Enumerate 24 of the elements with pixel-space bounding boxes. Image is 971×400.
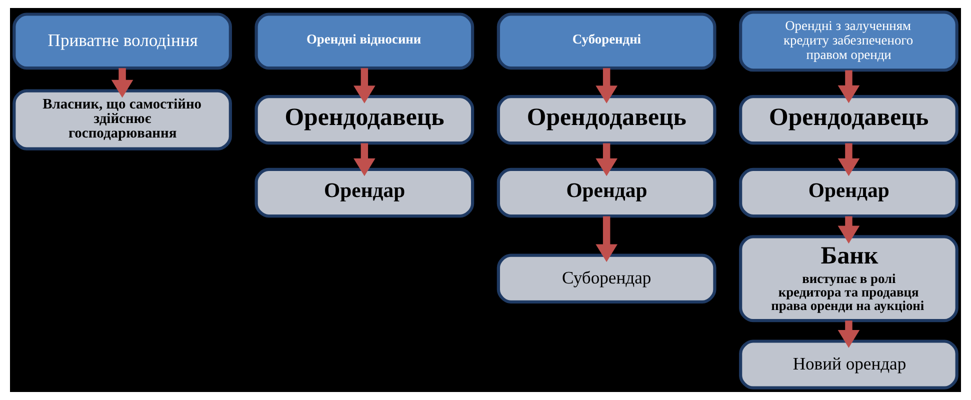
node-box: Суборендні — [496, 12, 716, 70]
node-box: Приватне володіння — [12, 12, 232, 70]
arrow — [838, 320, 860, 348]
node-box: Орендні відносини — [254, 12, 474, 70]
node-box: Банк виступає в ролі кредитора та продавця права оренди на аукціоні — [739, 235, 958, 322]
node-box: Орендодавець — [254, 94, 474, 145]
arrow — [111, 68, 134, 98]
arrow — [596, 68, 618, 104]
node-box: Орендні з залученням кредиту забезпеченого правом оренди — [739, 10, 958, 72]
node-box: Орендар — [739, 168, 958, 218]
node-box: Орендар — [254, 168, 474, 218]
arrow — [596, 216, 618, 262]
node-box: Орендодавець — [739, 94, 958, 145]
node-box: Новий орендар — [739, 340, 958, 390]
arrow — [596, 143, 618, 176]
node-box: Суборендар — [496, 254, 716, 304]
arrow — [838, 143, 860, 176]
node-box: Власник, що самостійно здійснює господарювання — [12, 89, 232, 150]
arrow — [838, 216, 860, 244]
arrow — [838, 70, 860, 104]
node-box: Орендар — [496, 168, 716, 218]
arrow — [354, 143, 376, 176]
arrow — [354, 68, 376, 104]
node-box: Орендодавець — [496, 94, 716, 145]
